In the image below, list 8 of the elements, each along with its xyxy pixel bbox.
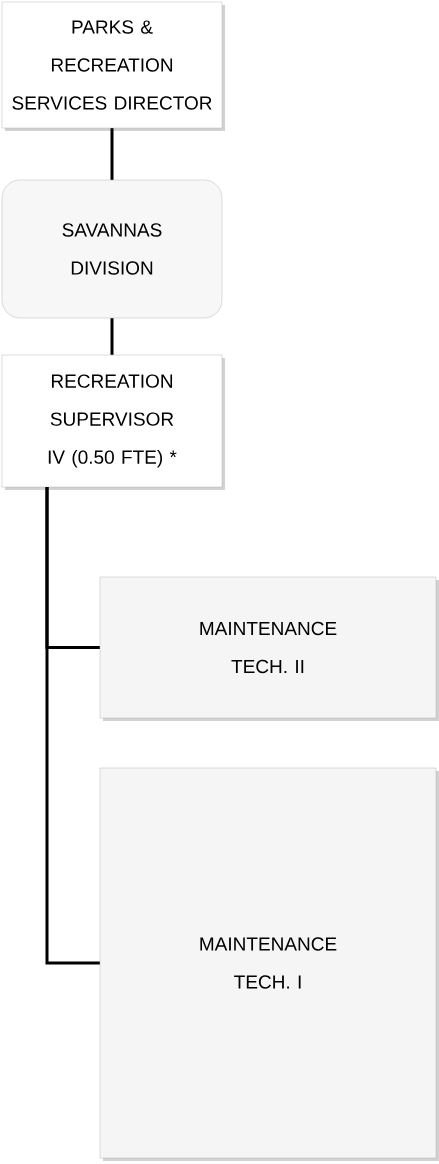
connector-line [110, 318, 114, 355]
position-box: PARKS & RECREATION SERVICES DIRECTOR [1, 1, 223, 129]
position-box: RECREATION SUPERVISOR IV (0.50 FTE) * [1, 354, 223, 488]
position-box: MAINTENANCE TECH. II [99, 576, 437, 719]
position-box: MAINTENANCE TECH. I [99, 767, 437, 1159]
rounded-box: SAVANNAS DIVISION [1, 179, 223, 319]
connector-line [110, 128, 114, 180]
connector-line [45, 487, 100, 965]
